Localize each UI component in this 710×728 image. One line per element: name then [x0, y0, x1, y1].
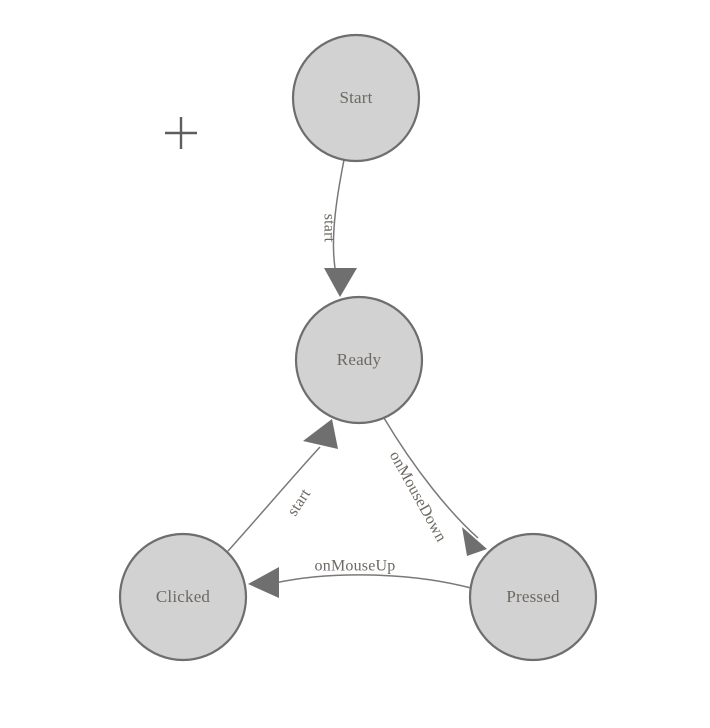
arrowhead-clicked-to-ready	[303, 419, 338, 449]
node-ready[interactable]: Ready	[294, 295, 424, 425]
arrowhead-ready-to-pressed	[462, 527, 487, 556]
node-start[interactable]: Start	[291, 33, 421, 163]
node-ready-circle[interactable]	[294, 295, 424, 425]
node-ready-label: Ready	[337, 350, 382, 369]
node-clicked-label: Clicked	[156, 587, 211, 606]
arrowhead-start-to-ready	[324, 268, 357, 297]
edge-path-ready-to-pressed	[383, 417, 479, 539]
crosshair-marker[interactable]	[165, 117, 197, 149]
edge-start-to-ready[interactable]: start	[320, 159, 357, 297]
edge-ready-to-pressed[interactable]: onMouseDown	[383, 417, 487, 556]
edge-label-ready-to-pressed: onMouseDown	[386, 448, 450, 544]
edge-label-clicked-to-ready: start	[284, 486, 314, 519]
edge-label-pressed-to-clicked: onMouseUp	[315, 558, 396, 575]
node-pressed[interactable]: Pressed	[468, 532, 598, 662]
node-start-label: Start	[339, 88, 372, 107]
edge-path-clicked-to-ready	[227, 446, 321, 552]
node-pressed-circle[interactable]	[468, 532, 598, 662]
node-clicked[interactable]: Clicked	[118, 532, 248, 662]
edge-label-start-to-ready: start	[320, 214, 337, 243]
arrowhead-pressed-to-clicked	[248, 567, 279, 598]
node-start-circle[interactable]	[291, 33, 421, 163]
edge-pressed-to-clicked[interactable]: onMouseUp	[248, 558, 472, 598]
edge-clicked-to-ready[interactable]: start	[227, 419, 338, 552]
edge-path-pressed-to-clicked	[274, 574, 472, 589]
node-pressed-label: Pressed	[506, 587, 560, 606]
node-clicked-circle[interactable]	[118, 532, 248, 662]
edge-path-start-to-ready	[332, 159, 345, 269]
